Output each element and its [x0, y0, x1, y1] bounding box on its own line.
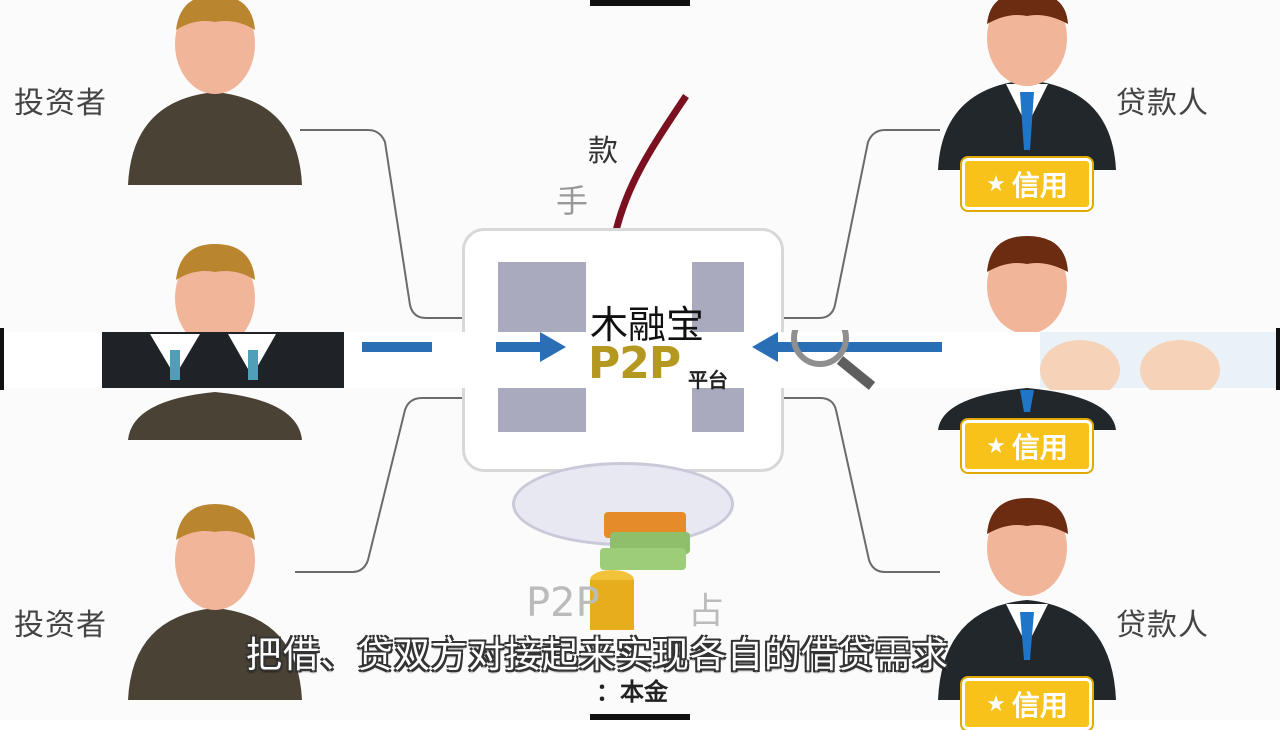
bottom-p2p: P2P — [526, 580, 600, 626]
star-icon: ★ — [986, 433, 1006, 459]
borrower-icon — [938, 236, 1116, 430]
star-icon: ★ — [986, 171, 1006, 197]
investor-icon — [128, 0, 302, 185]
credit-badge-label: 信用 — [1011, 689, 1068, 722]
strip-graphics — [102, 330, 1276, 390]
investor-label: 投资者 — [14, 608, 107, 643]
credit-badge: ★ 信用 — [962, 420, 1092, 472]
borrower-icon — [938, 498, 1116, 700]
borrower-icon — [938, 0, 1116, 170]
investor-icon — [128, 244, 302, 440]
fund-word: 款 — [588, 134, 618, 169]
faded-people-icon — [1040, 332, 1276, 390]
video-subtitle: 把借、贷双方对接起来实现各自的借贷需求 — [246, 635, 950, 676]
credit-badge: ★ 信用 — [962, 158, 1092, 210]
bottom-partial: 占 — [688, 591, 725, 632]
money-stack-icon — [590, 512, 690, 630]
magnifier-icon — [791, 330, 876, 390]
platform-suffix: 平台 — [688, 368, 728, 392]
credit-badge: ★ 信用 — [962, 678, 1092, 730]
platform-name: 木融宝 — [590, 303, 705, 347]
glitch-bar — [0, 328, 4, 390]
borrower-label: 贷款人 — [1116, 86, 1209, 121]
business-people-icon — [102, 332, 344, 388]
platform-p2p: P2P — [588, 338, 681, 389]
credit-badge-label: 信用 — [1011, 431, 1068, 464]
investor-icon — [128, 504, 302, 700]
glitch-bar — [590, 0, 690, 6]
investor-label: 投资者 — [14, 86, 107, 121]
credit-badge-label: 信用 — [1011, 169, 1068, 202]
star-icon: ★ — [986, 691, 1006, 717]
glitch-bar — [1276, 328, 1280, 390]
principal-text: ：本金 — [596, 678, 668, 706]
hand-word: 手 — [556, 182, 589, 220]
borrower-label: 贷款人 — [1116, 608, 1209, 643]
glitch-bar — [590, 714, 690, 720]
